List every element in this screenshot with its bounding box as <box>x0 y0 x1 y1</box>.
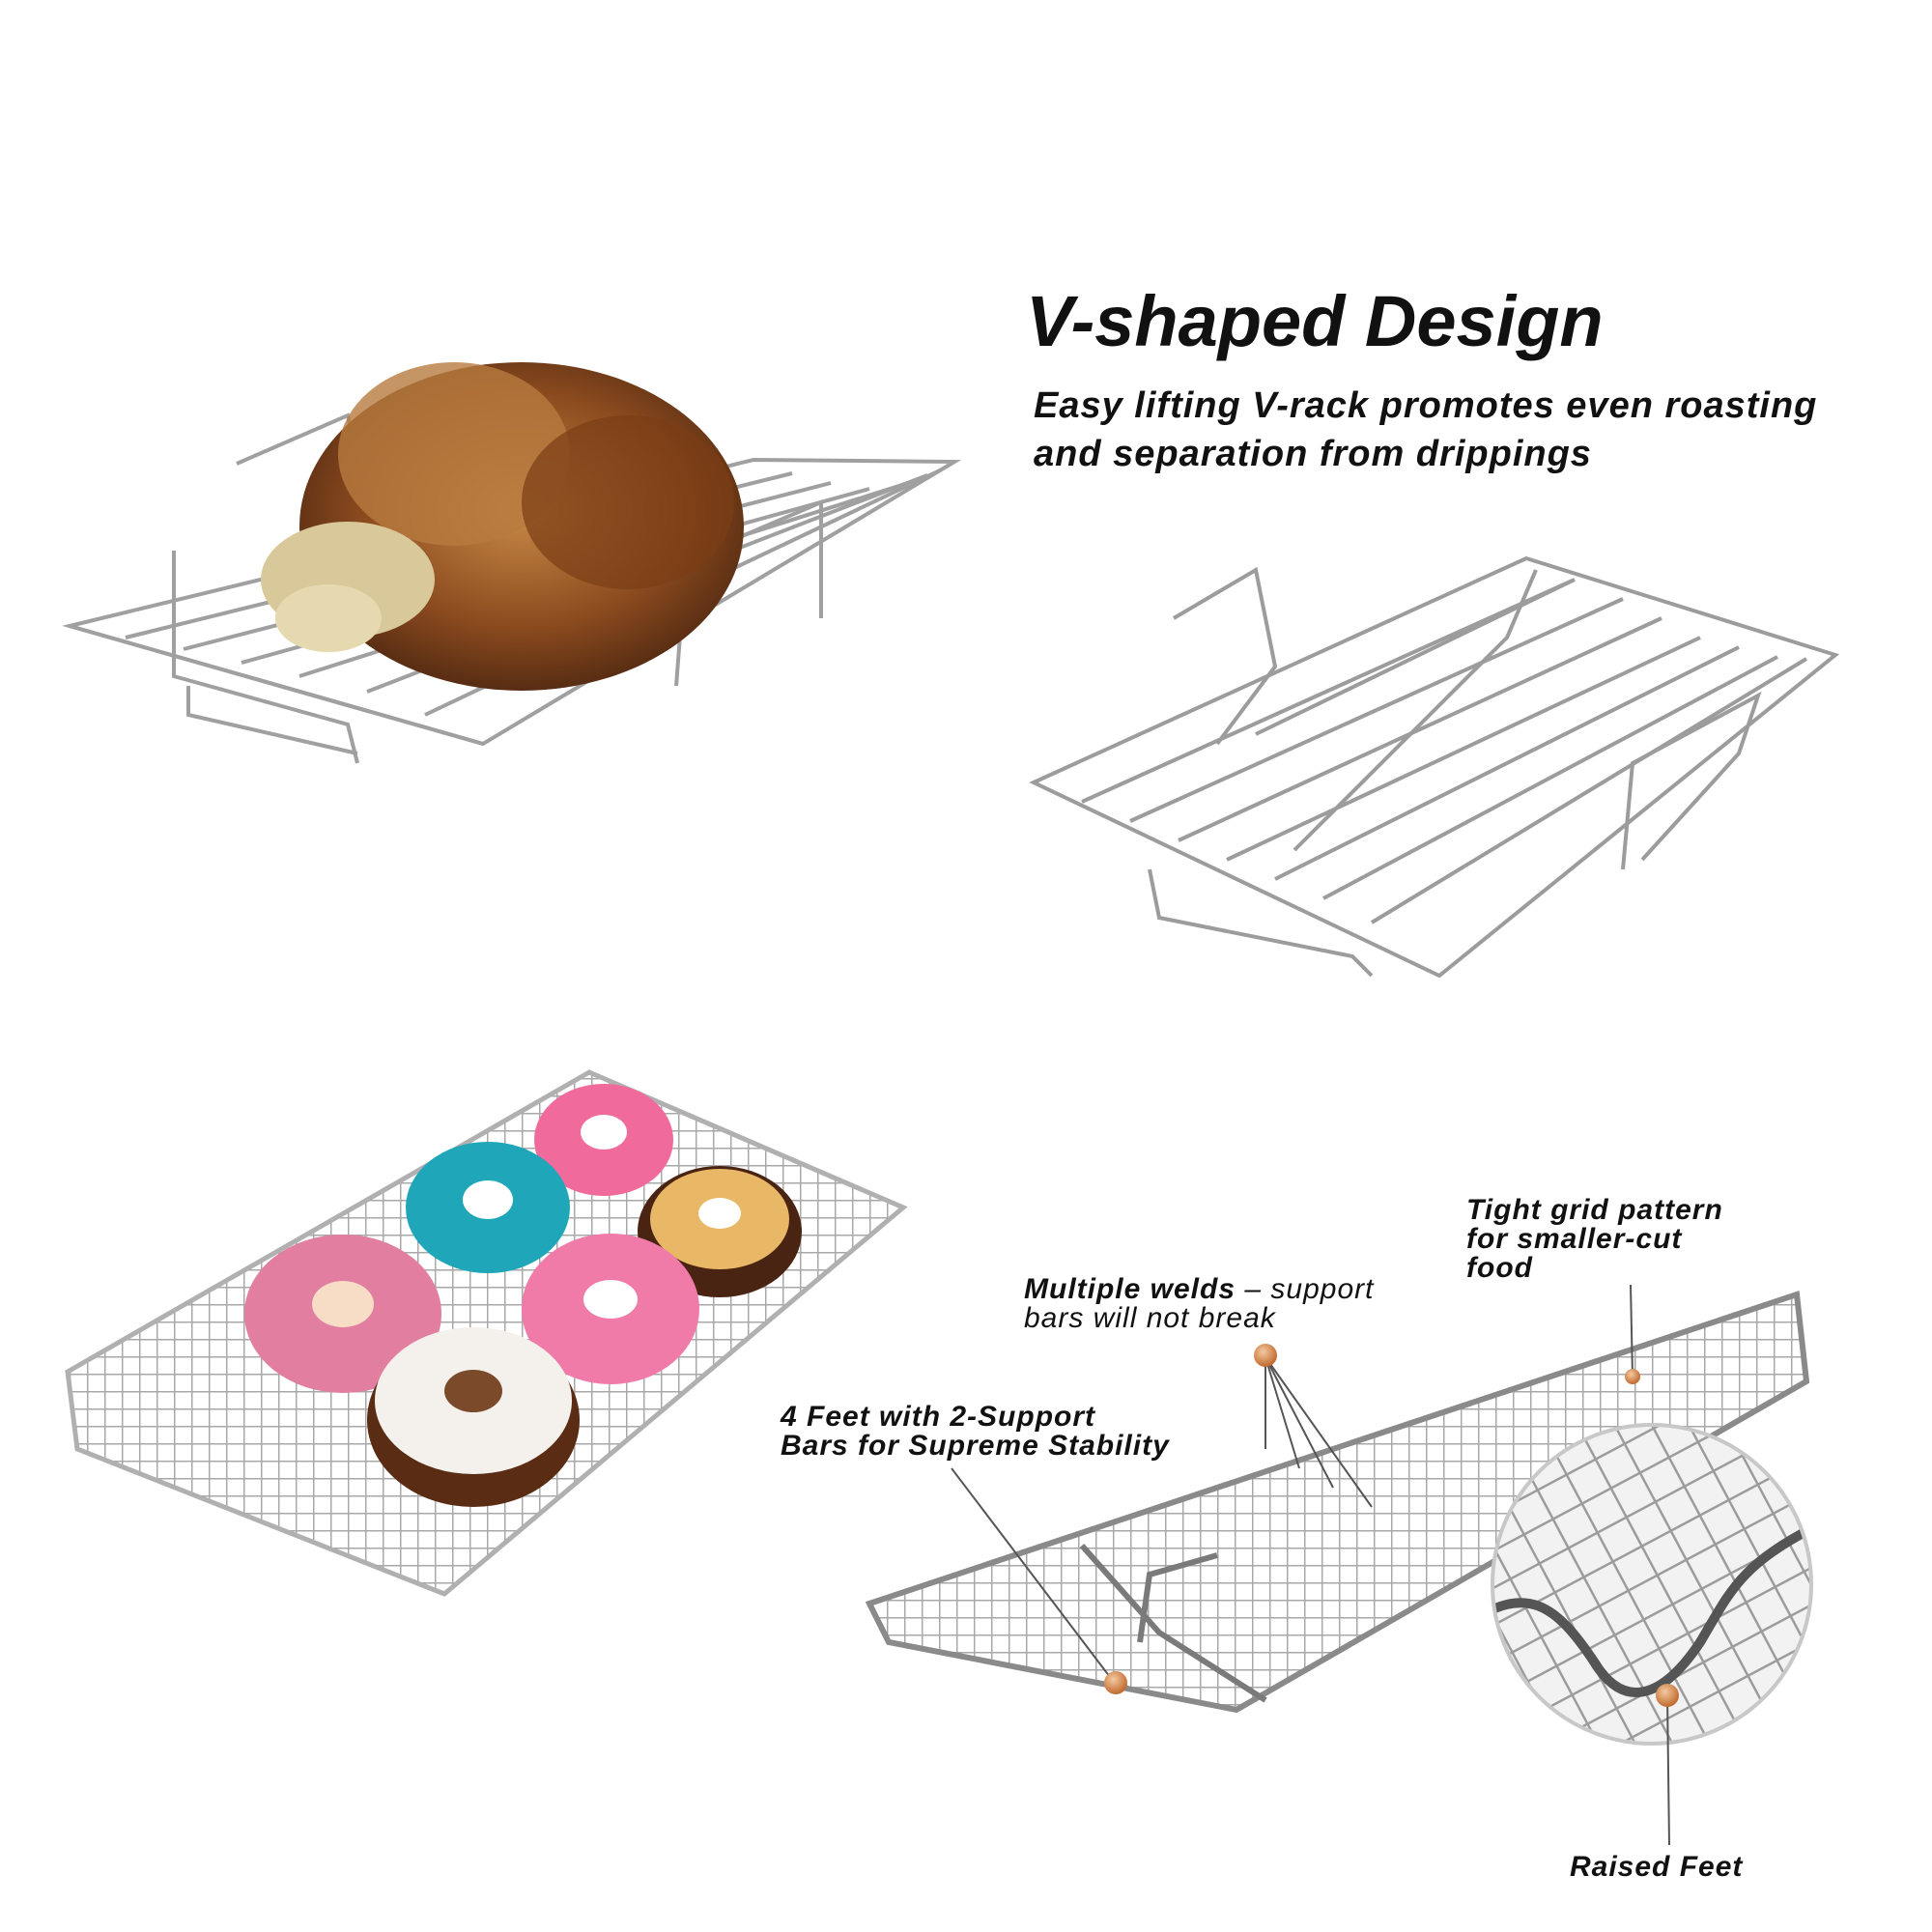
marker-grid-dot <box>1625 1369 1640 1384</box>
empty-v-rack-image <box>1029 555 1840 979</box>
donut-blue <box>406 1142 570 1273</box>
marker-feet-dot <box>1104 1671 1127 1694</box>
donut-pink-white <box>534 1084 673 1196</box>
callout-welds-line-2: bars will not break <box>1024 1302 1276 1334</box>
callout-grid-line-2: for smaller-cut <box>1466 1223 1683 1255</box>
callout-feet-line-2: Bars for Supreme Stability <box>781 1430 1170 1462</box>
callout-grid-line-1: Tight grid pattern <box>1466 1194 1723 1226</box>
callout-welds-line-1: Multiple welds – support <box>1024 1275 1374 1304</box>
subtitle-line-1: Easy lifting V-rack promotes even roasti… <box>1034 385 1818 426</box>
callout-feet-line-1: 4 Feet with 2-Support <box>781 1401 1096 1433</box>
callout-grid-line-3: food <box>1466 1252 1533 1284</box>
callout-tight-grid: Tight grid pattern for smaller-cut food <box>1466 1196 1723 1283</box>
callout-welds-bold: Multiple welds <box>1024 1273 1236 1305</box>
donut-pink-nuts <box>244 1235 441 1393</box>
turkey-image <box>261 362 744 691</box>
callout-four-feet: 4 Feet with 2-Support Bars for Supreme S… <box>781 1403 1170 1461</box>
callout-markers <box>1104 1344 1679 1707</box>
callout-welds-rest: – support <box>1236 1273 1375 1305</box>
headline-subtitle: Easy lifting V-rack promotes even roasti… <box>1034 382 1903 478</box>
callout-leader-lines <box>951 1284 1670 1846</box>
marker-raised-dot <box>1656 1684 1679 1707</box>
donut-rack-image <box>65 1069 908 1597</box>
donut-coconut <box>367 1327 580 1507</box>
subtitle-line-2: and separation from drippings <box>1034 434 1592 474</box>
headline-title: V-shaped Design <box>1026 281 1604 361</box>
zoom-detail-circle <box>1491 1423 1813 1746</box>
callout-multiple-welds: Multiple welds – support bars will not b… <box>1024 1275 1374 1333</box>
callout-raised-feet: Raised Feet <box>1570 1851 1744 1883</box>
marker-welds-dot <box>1254 1344 1277 1367</box>
donut-pink-sprinkles <box>522 1234 699 1384</box>
